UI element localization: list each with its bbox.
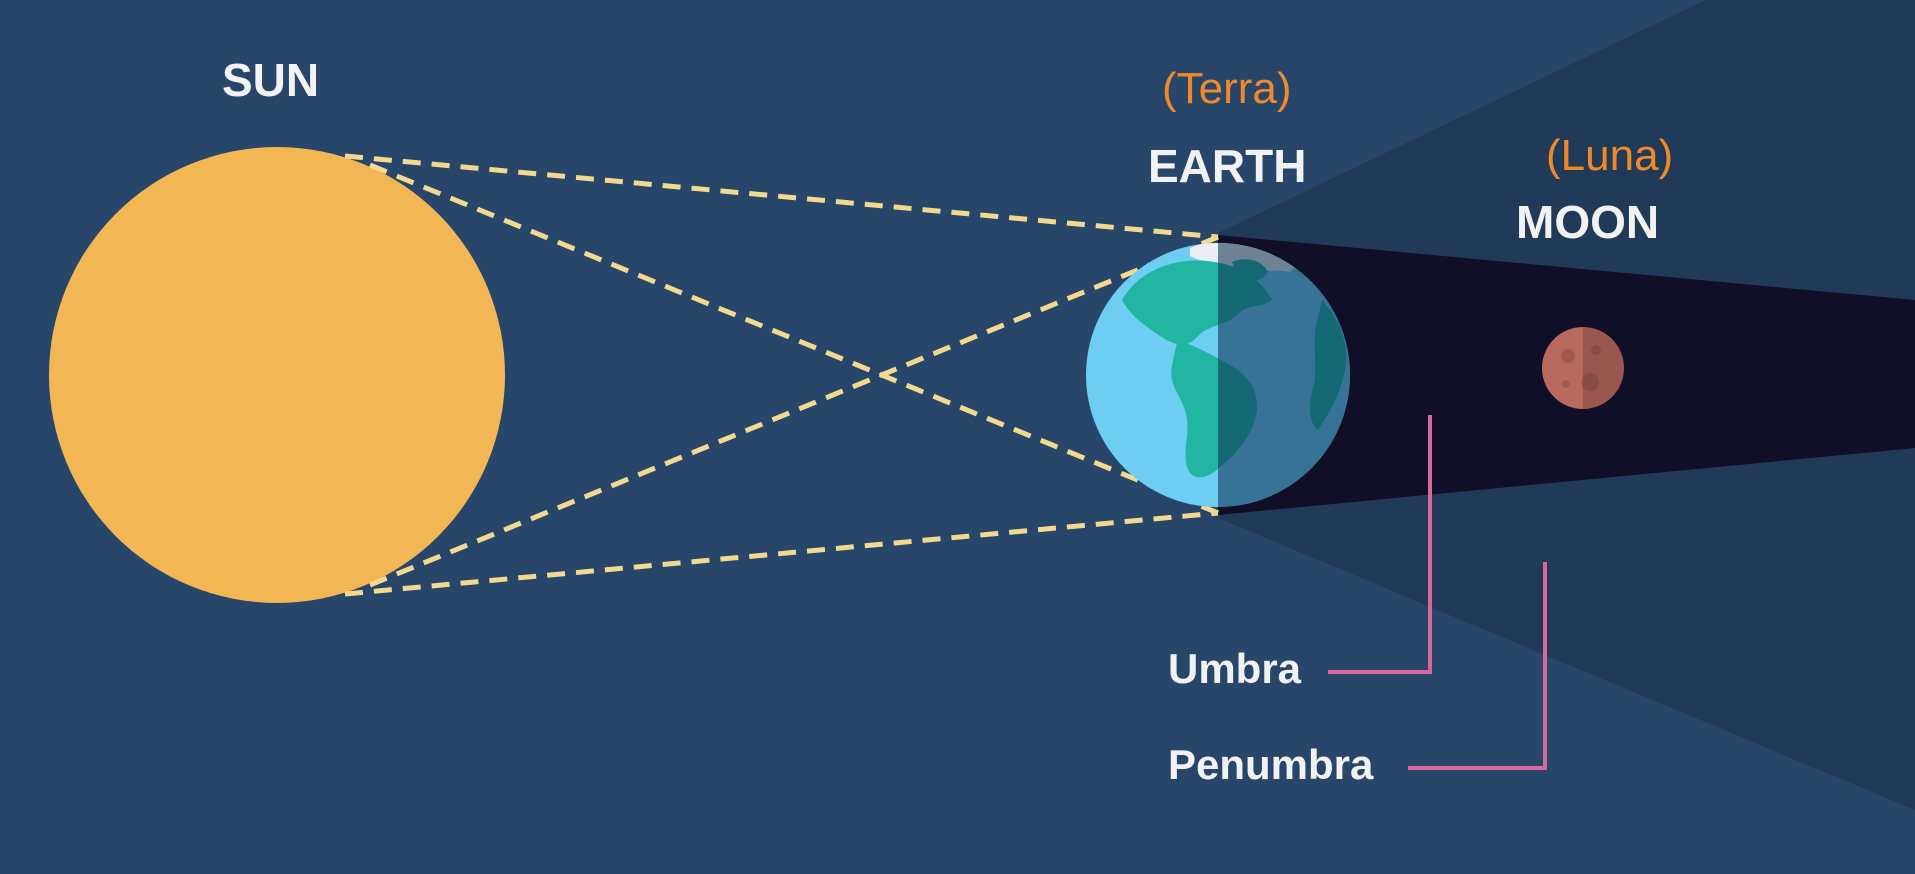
moon-label: MOON (1516, 196, 1659, 248)
penumbra-callout-line (1408, 562, 1547, 770)
penumbra-label: Penumbra (1168, 741, 1374, 788)
umbra-label: Umbra (1168, 645, 1302, 692)
sun-label: SUN (222, 54, 319, 106)
ray-top-outer (344, 153, 1219, 240)
earth-icon (1086, 243, 1350, 507)
umbra-callout-line (1328, 415, 1432, 674)
light-rays (344, 153, 1219, 597)
earth-label: EARTH (1148, 140, 1306, 192)
sun-icon (49, 147, 505, 603)
moon-latin-label: (Luna) (1546, 131, 1673, 180)
earth-latin-label: (Terra) (1162, 64, 1292, 113)
callout-lines (1328, 415, 1547, 770)
ray-top-cross (369, 162, 1219, 516)
ray-bottom-cross (369, 234, 1219, 588)
ray-bottom-outer (344, 510, 1219, 597)
